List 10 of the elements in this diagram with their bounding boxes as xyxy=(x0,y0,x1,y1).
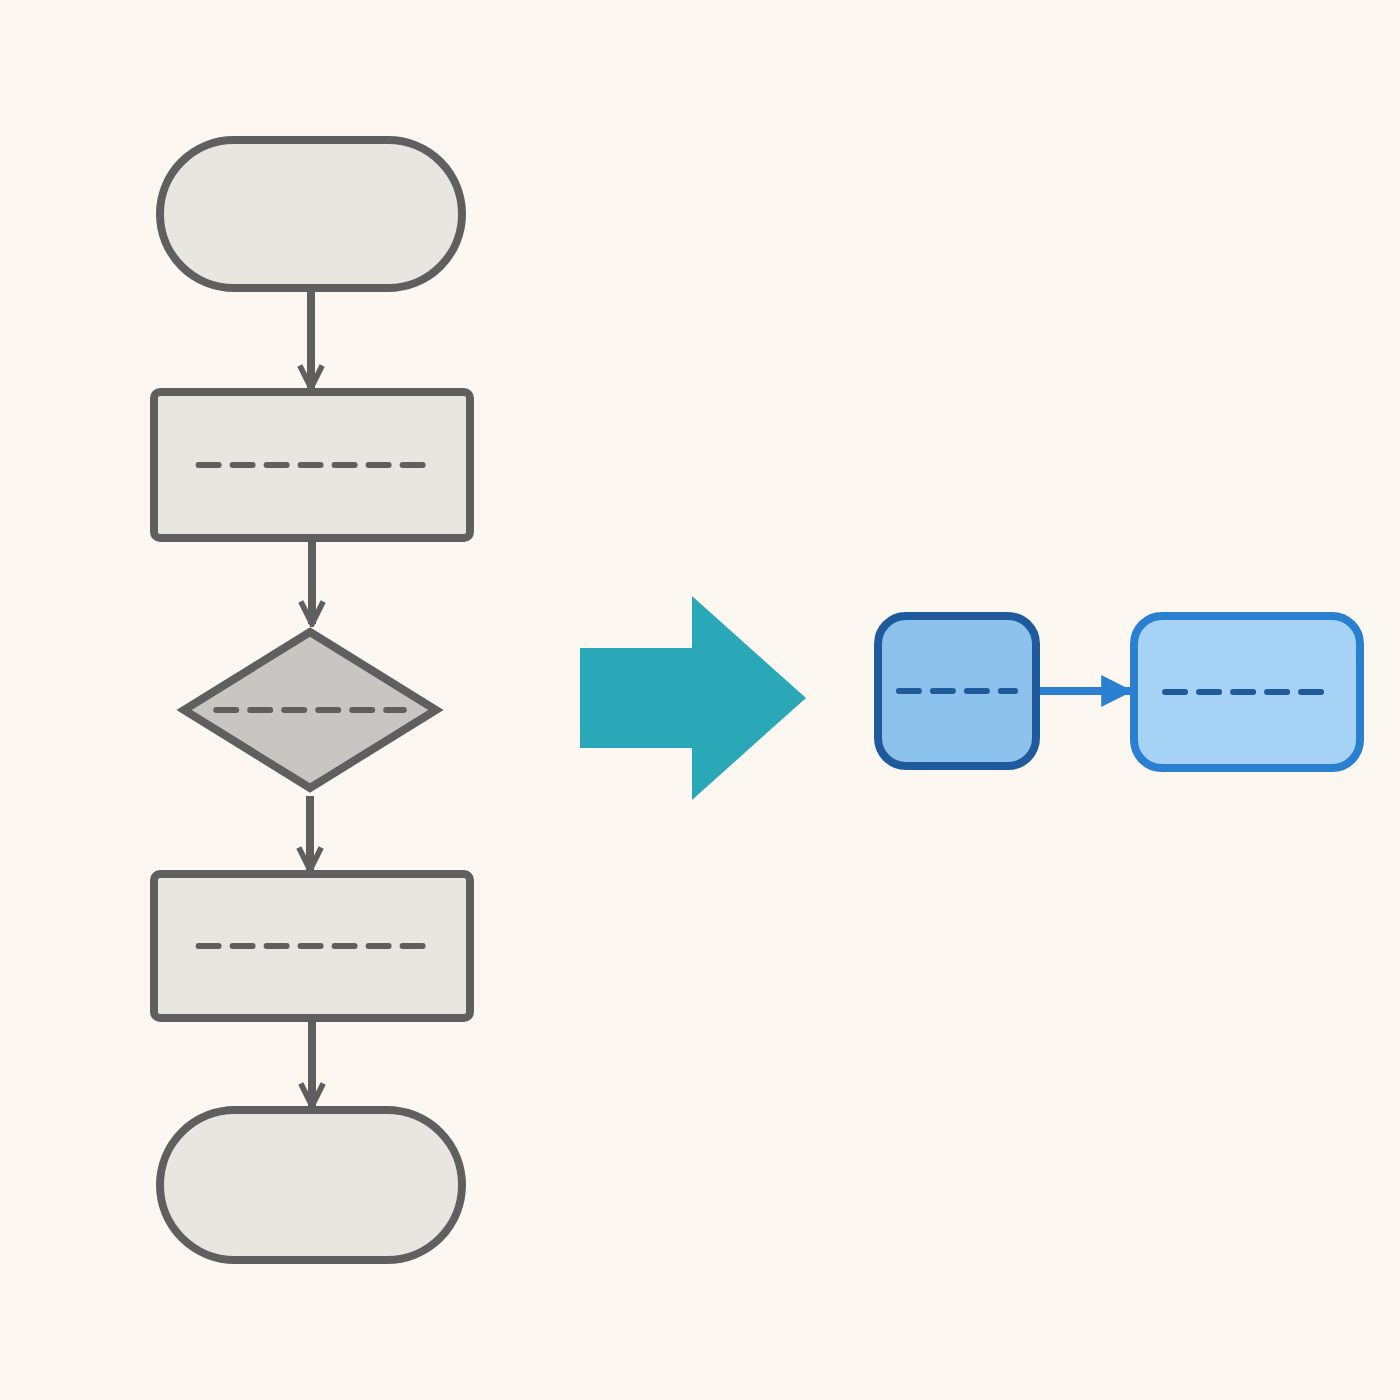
arrow xyxy=(1040,675,1134,707)
decision-diamond xyxy=(176,624,444,796)
arrow xyxy=(298,1022,326,1109)
arrow xyxy=(298,542,326,627)
process-box xyxy=(150,870,474,1022)
process-box xyxy=(150,388,474,542)
arrow xyxy=(296,796,324,873)
process-box xyxy=(874,612,1040,770)
process-box xyxy=(1130,612,1364,772)
arrow xyxy=(297,292,325,391)
